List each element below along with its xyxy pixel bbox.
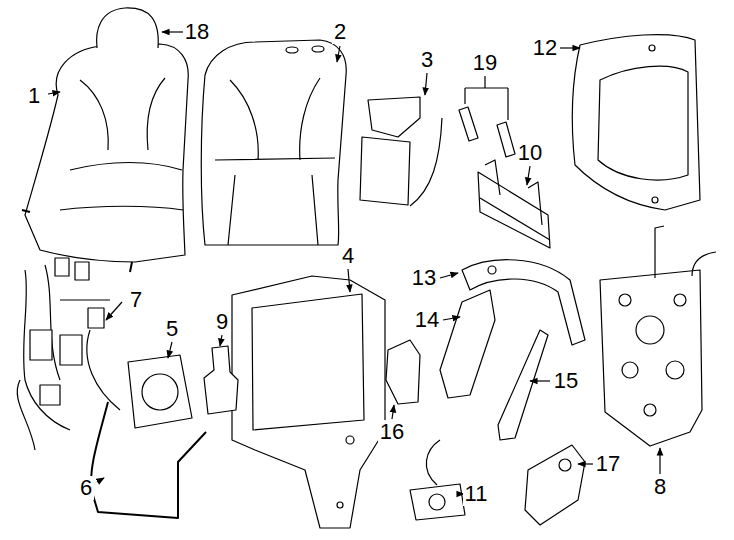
callout-number: 17 (594, 452, 622, 476)
callout-number: 7 (128, 288, 144, 312)
callout-number: 12 (531, 36, 559, 60)
callout-number: 14 (413, 308, 441, 332)
callout-number: 10 (516, 141, 544, 165)
callout-number: 19 (471, 51, 499, 75)
callout-number: 8 (652, 475, 668, 499)
callout-number: 2 (332, 20, 348, 44)
callout-number: 4 (340, 244, 356, 268)
callout-number: 9 (214, 310, 230, 334)
callout-number: 13 (410, 266, 438, 290)
callout-number: 15 (552, 369, 580, 393)
callout-number: 5 (164, 317, 180, 341)
callout-number: 16 (378, 420, 406, 444)
callout-number: 11 (463, 482, 490, 506)
callout-number: 6 (78, 476, 94, 500)
callout-number: 3 (419, 48, 435, 72)
callout-number: 18 (183, 20, 211, 44)
callout-number: 1 (26, 84, 42, 108)
